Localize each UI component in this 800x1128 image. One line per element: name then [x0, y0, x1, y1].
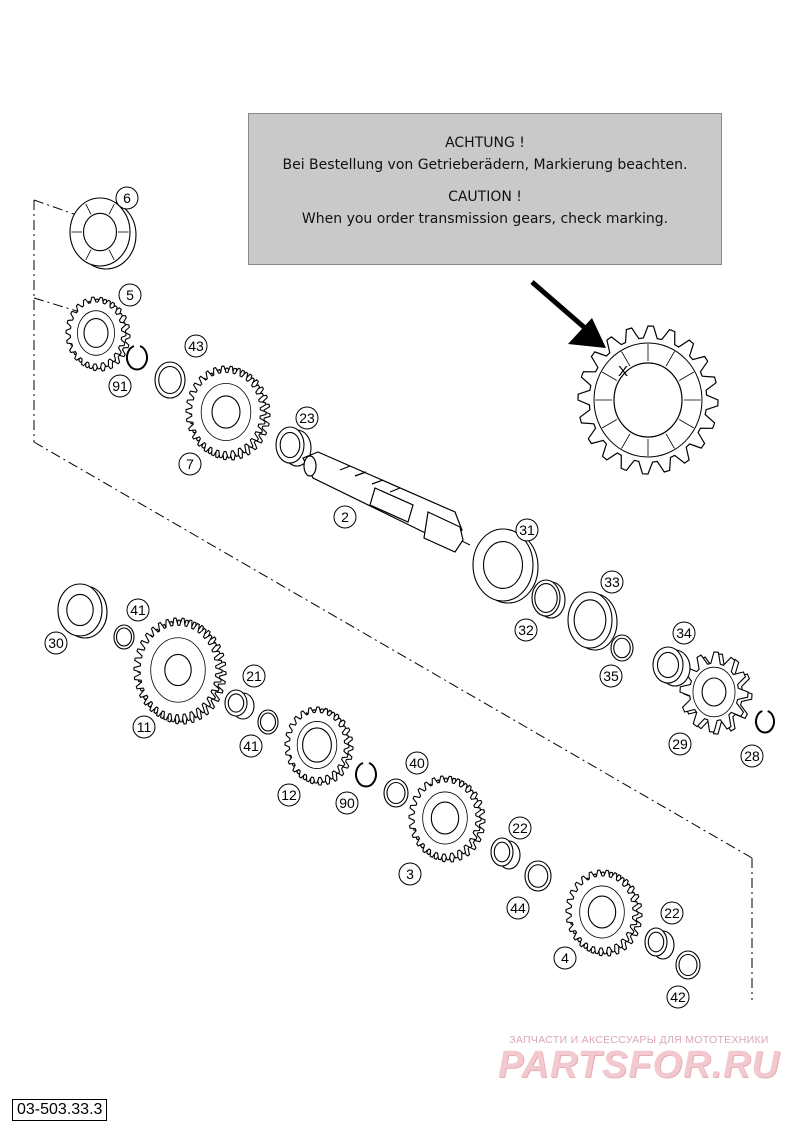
- part-label-23: 23: [295, 406, 319, 430]
- washer-part-41b: [257, 709, 279, 735]
- part-label-12: 12: [277, 783, 301, 807]
- notice-text-en: When you order transmission gears, check…: [301, 211, 669, 227]
- part-label-43: 43: [184, 334, 208, 358]
- bushing-part-34: [652, 646, 691, 687]
- part-label-5: 5: [118, 283, 142, 307]
- sprocket-part-29: [679, 651, 753, 735]
- gear-part-4: [565, 869, 643, 957]
- part-number: 41: [243, 738, 259, 754]
- part-label-90: 90: [335, 791, 359, 815]
- part-number: 44: [510, 900, 526, 916]
- part-label-31: 31: [515, 518, 539, 542]
- part-label-41: 41: [239, 734, 263, 758]
- part-number: 41: [130, 602, 146, 618]
- part-label-91: 91: [108, 374, 132, 398]
- notice-title-de: ACHTUNG !: [445, 135, 525, 151]
- part-label-21: 21: [242, 664, 266, 688]
- part-label-35: 35: [599, 664, 623, 688]
- part-number: 21: [246, 668, 262, 684]
- part-label-22: 22: [508, 816, 532, 840]
- part-number: 40: [409, 755, 425, 771]
- part-label-40: 40: [405, 751, 429, 775]
- marking-arrow: [530, 280, 606, 348]
- part-number: 31: [519, 522, 535, 538]
- part-number: 3: [406, 866, 414, 882]
- marking-x: X: [618, 363, 628, 380]
- watermark: ЗАПЧАСТИ И АКСЕССУАРЫ ДЛЯ МОТОТЕХНИКИ PA…: [489, 1034, 789, 1087]
- gear-part-7: [185, 365, 271, 461]
- part-number: 43: [188, 338, 204, 354]
- part-number: 4: [561, 950, 569, 966]
- part-number: 29: [672, 736, 688, 752]
- part-label-34: 34: [672, 621, 696, 645]
- part-label-44: 44: [506, 896, 530, 920]
- circlip-part-90: [355, 762, 377, 788]
- shift-hub-part-6: [69, 197, 137, 270]
- spacer-part-32: [531, 579, 566, 619]
- bushing-part-21: [224, 689, 255, 720]
- gear-part-5: [65, 296, 131, 372]
- seal-part-33: [567, 591, 618, 651]
- part-label-42: 42: [666, 985, 690, 1009]
- part-label-22: 22: [660, 901, 684, 925]
- bushing-part-22a: [490, 837, 521, 870]
- part-number: 34: [676, 625, 692, 641]
- part-label-33: 33: [600, 570, 624, 594]
- washer-part-43: [154, 361, 186, 399]
- part-number: 33: [604, 574, 620, 590]
- part-number: 90: [339, 795, 355, 811]
- part-number: 23: [299, 410, 315, 426]
- part-label-7: 7: [178, 452, 202, 476]
- part-number: 35: [603, 668, 619, 684]
- bushing-part-22b: [644, 927, 675, 960]
- caution-notice: ACHTUNG ! Bei Bestellung von Getrieberäd…: [248, 113, 722, 265]
- document-code: 03-503.33.3: [12, 1099, 108, 1121]
- watermark-brand: PARTSFOR.RU: [498, 1044, 780, 1086]
- part-label-11: 11: [132, 715, 156, 739]
- part-label-28: 28: [740, 744, 764, 768]
- part-number: 11: [137, 719, 152, 735]
- part-number: 7: [186, 456, 194, 472]
- part-number: 22: [664, 905, 680, 921]
- part-label-4: 4: [553, 946, 577, 970]
- circlip-part-91: [126, 345, 148, 371]
- part-number: 22: [512, 820, 528, 836]
- part-number: 12: [281, 787, 297, 803]
- parts-layer: [57, 197, 775, 980]
- part-number: 91: [112, 378, 128, 394]
- watermark-tagline: ЗАПЧАСТИ И АКСЕССУАРЫ ДЛЯ МОТОТЕХНИКИ: [509, 1034, 769, 1046]
- detail-gear-marking: [577, 325, 719, 475]
- washer-part-42: [675, 950, 701, 980]
- washer-part-40: [383, 778, 409, 808]
- washer-part-44: [524, 860, 552, 892]
- gear-part-12: [284, 706, 354, 786]
- part-label-30: 30: [44, 631, 68, 655]
- part-label-29: 29: [668, 732, 692, 756]
- part-label-6: 6: [115, 186, 139, 210]
- bearing-part-31: [472, 528, 539, 604]
- part-label-32: 32: [514, 618, 538, 642]
- part-number: 5: [126, 287, 134, 303]
- part-number: 32: [518, 622, 534, 638]
- part-label-2: 2: [333, 505, 357, 529]
- main-shaft: [302, 451, 464, 553]
- part-number: 2: [341, 509, 349, 525]
- part-number: 30: [48, 635, 64, 651]
- circlip-part-28: [755, 710, 775, 734]
- part-number: 28: [744, 748, 760, 764]
- part-label-41: 41: [126, 598, 150, 622]
- gear-part-3: [408, 775, 486, 863]
- part-label-3: 3: [398, 862, 422, 886]
- notice-title-en: CAUTION !: [448, 189, 522, 205]
- gear-part-11: [133, 617, 227, 725]
- part-number: 6: [123, 190, 131, 206]
- washer-part-41a: [113, 624, 135, 650]
- bearing-part-30: [57, 583, 108, 639]
- part-number: 42: [670, 989, 686, 1005]
- washer-part-35: [610, 634, 634, 662]
- notice-text-de: Bei Bestellung von Getrieberädern, Marki…: [282, 157, 688, 173]
